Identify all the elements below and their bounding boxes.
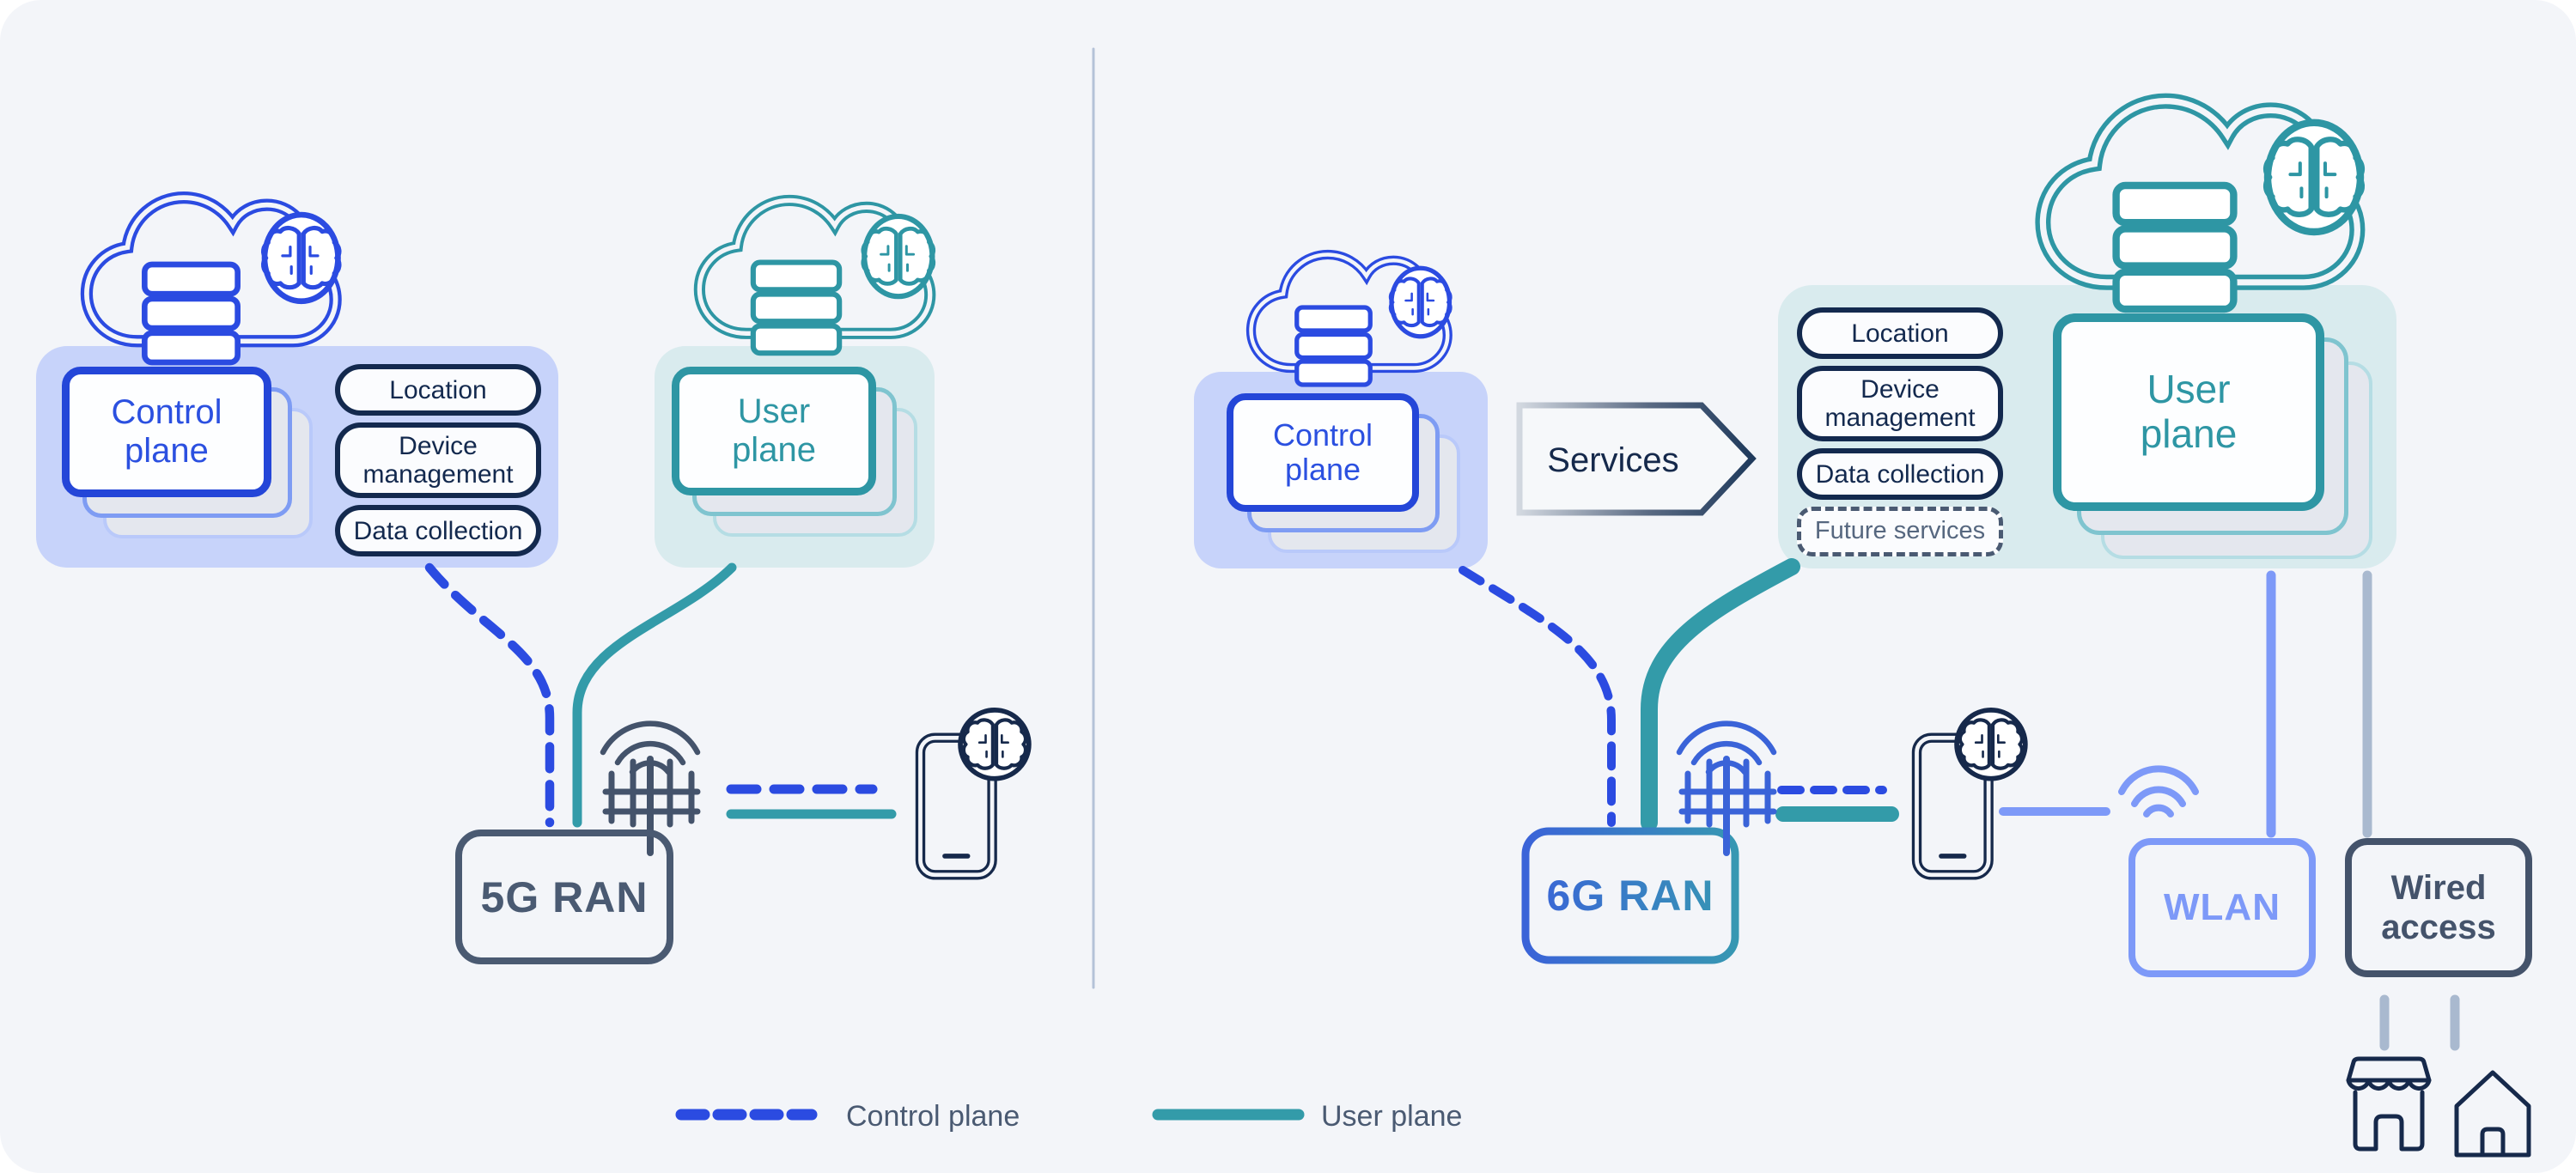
wired-access-box: Wired access <box>2345 838 2532 977</box>
pill-device-management-right: Device management <box>1797 366 2003 441</box>
right-user-plane-label: User plane <box>2140 367 2238 456</box>
pill-future-services: Future services <box>1797 507 2003 556</box>
right-control-cloud-server-icon <box>1251 255 1451 386</box>
left-user-plane-box: User plane <box>672 367 876 495</box>
left-user-plane-stack: User plane <box>672 367 917 537</box>
legend-control-plane-label: Control plane <box>846 1100 1020 1133</box>
right-control-plane-stack: Control plane <box>1227 393 1460 553</box>
pill-device-management-left: Device management <box>335 422 541 498</box>
left-user-cloud-server-icon <box>699 200 933 353</box>
left-control-plane-label: Control plane <box>111 393 222 470</box>
pill-data-collection-left: Data collection <box>335 505 541 556</box>
wired-access-label: Wired access <box>2381 869 2496 946</box>
left-user-plane-link <box>572 562 737 828</box>
right-control-plane-label: Control plane <box>1272 416 1373 487</box>
left-control-plane-link <box>424 562 555 828</box>
right-control-plane-box: Control plane <box>1227 393 1419 512</box>
wlan-label: WLAN <box>2164 886 2281 928</box>
right-user-plane-link <box>1641 558 1800 831</box>
home-icon <box>2457 1073 2529 1155</box>
ran-6g-label: 6G RAN <box>1547 872 1714 920</box>
pill-data-collection-right: Data collection <box>1797 448 2003 500</box>
right-phone-icon <box>1917 710 2025 875</box>
pill-location-right: Location <box>1797 307 2003 359</box>
left-control-cloud-server-icon <box>87 198 339 362</box>
wlan-box: WLAN <box>2128 838 2316 977</box>
left-phone-icon <box>921 710 1029 875</box>
right-user-plane-box: User plane <box>2053 313 2324 511</box>
legend-user-plane-label: User plane <box>1321 1100 1463 1133</box>
right-control-plane-link <box>1459 566 1616 827</box>
ran-5g-label: 5G RAN <box>480 872 649 921</box>
right-user-plane-stack: User plane <box>2053 313 2372 559</box>
left-control-plane-stack: Control plane <box>62 367 313 538</box>
left-user-plane-label: User plane <box>732 392 816 469</box>
services-arrow: Services <box>1516 402 1757 516</box>
services-label: Services <box>1547 441 1678 479</box>
left-control-plane-box: Control plane <box>62 367 271 497</box>
ran-5g-box: 5G RAN <box>455 830 673 964</box>
wifi-icon <box>2122 769 2195 827</box>
ran-6g-box: 6G RAN <box>1521 827 1739 964</box>
right-user-cloud-server-icon <box>2043 101 2361 309</box>
pill-location-left: Location <box>335 364 541 416</box>
store-icon <box>2348 1059 2429 1149</box>
